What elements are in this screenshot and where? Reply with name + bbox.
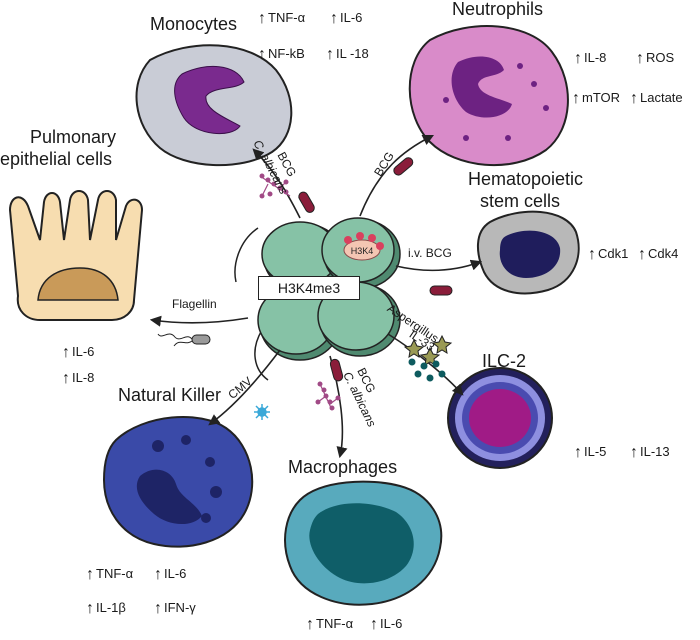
ilc2-cell [447, 367, 553, 469]
stimulus-iv-bcg-hsc: i.v. BCG [408, 246, 452, 260]
macrophages-marker: IL-6 [370, 616, 402, 632]
aspergillus-stars [403, 334, 453, 366]
neutrophils-marker: ROS [636, 50, 674, 66]
h3k4me3-label-box: H3K4me3 [258, 276, 360, 300]
candida-cluster-macrophage [315, 381, 341, 411]
cmv-virus [254, 404, 270, 420]
neutrophils-marker: IL-8 [574, 50, 606, 66]
ilc2-marker: IL-5 [574, 444, 606, 460]
stimulus-flagellin-epithelial: Flagellin [172, 297, 217, 311]
ilc2-title: ILC-2 [482, 351, 527, 371]
epithelial-title-line2: epithelial cells [0, 149, 113, 169]
hsc-marker: Cdk1 [588, 246, 628, 262]
bcg-rod-neutrophil [393, 157, 414, 176]
neutrophils-marker: Lactate [630, 90, 683, 106]
macrophages-marker: TNF-α [306, 616, 353, 632]
monocytes-marker: IL -18 [326, 46, 369, 62]
neutrophils-title: Neutrophils [452, 0, 544, 19]
hsc-title-line1: Hematopoietic [468, 169, 584, 189]
monocyte-cell [135, 44, 293, 167]
bcg-rod-monocyte [298, 191, 315, 213]
hsc-title-line2: stem cells [480, 191, 561, 211]
nk-marker: IFN-γ [154, 600, 196, 616]
hsc-cell [477, 210, 580, 295]
nk-marker: TNF-α [86, 566, 133, 582]
macrophage-cell [284, 480, 443, 606]
nk-cell [102, 415, 254, 548]
candida-cluster-monocyte [259, 173, 291, 199]
ilc2-marker: IL-13 [630, 444, 670, 460]
flagellated-bacterium [157, 333, 211, 347]
il33-dots [408, 358, 446, 382]
histone-tag: H3K4 [351, 246, 374, 256]
epithelial-title-line1: Pulmonary [30, 127, 117, 147]
epithelial-marker: IL-6 [62, 344, 94, 360]
hsc-marker: Cdk4 [638, 246, 678, 262]
pathway-arrows [149, 134, 483, 459]
nk-marker: IL-6 [154, 566, 186, 582]
bcg-rod-macrophage [329, 358, 344, 382]
nk-marker: IL-1β [86, 600, 126, 616]
nucleosome-cluster: H3K4 [234, 217, 401, 381]
h3k4me3-label: H3K4me3 [277, 280, 341, 296]
monocytes-marker: IL-6 [330, 10, 362, 26]
epithelial-marker: IL-8 [62, 370, 94, 386]
epithelial-cell [8, 190, 144, 321]
bcg-rod-hsc [429, 285, 453, 296]
neutrophil-cell [408, 25, 569, 167]
monocytes-marker: NF-kB [258, 46, 305, 62]
monocytes-title: Monocytes [150, 14, 238, 34]
neutrophils-marker: mTOR [572, 90, 620, 106]
macrophages-title: Macrophages [288, 457, 398, 477]
monocytes-marker: TNF-α [258, 10, 305, 26]
nk-title: Natural Killer [118, 385, 222, 405]
